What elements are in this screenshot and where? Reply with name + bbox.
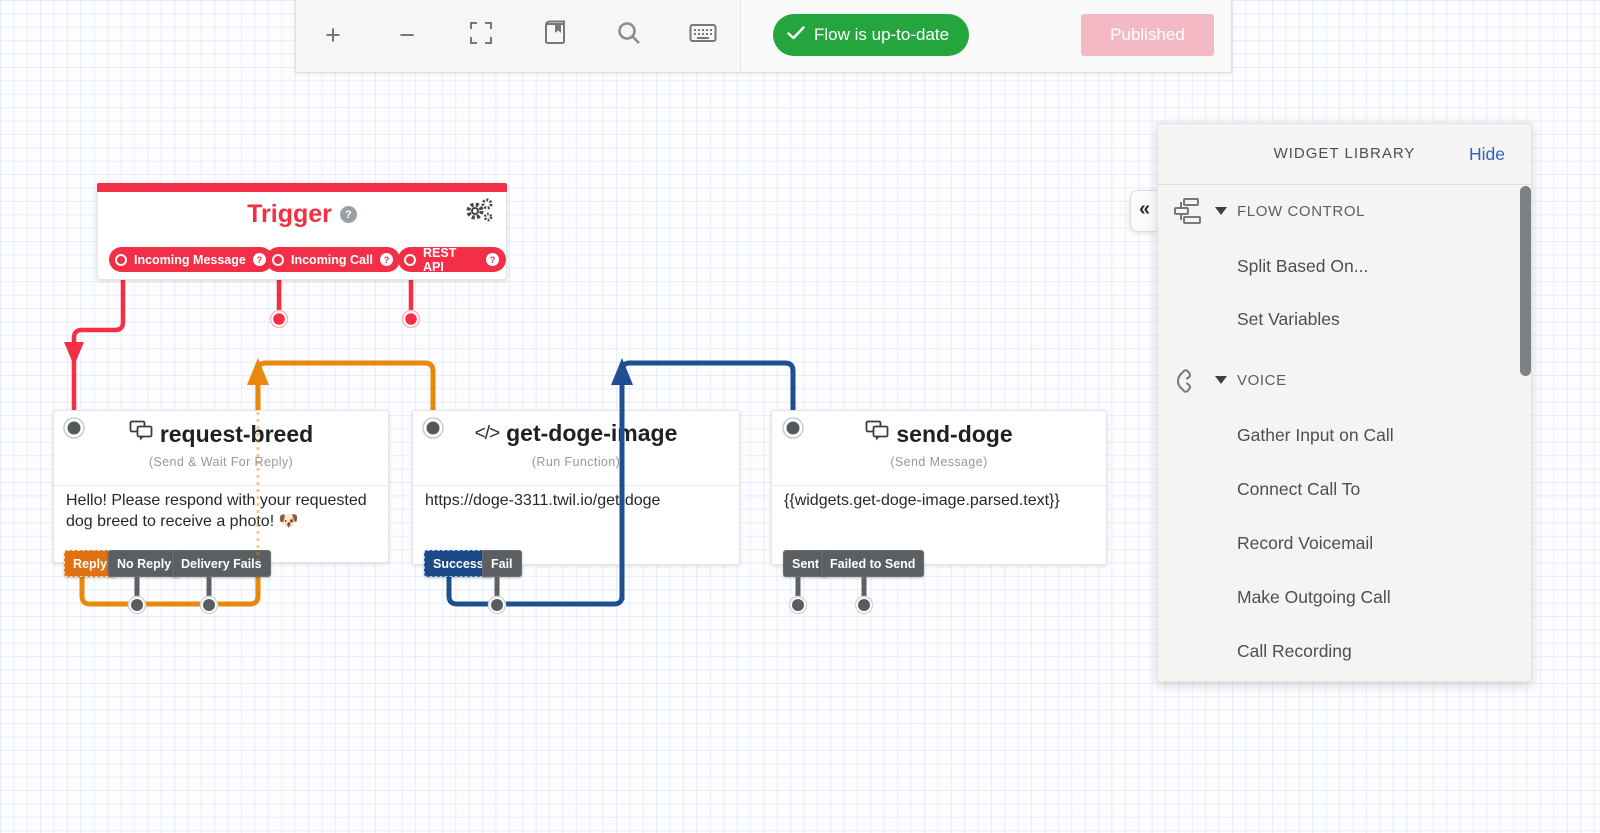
collapse-icon: «	[1138, 198, 1151, 220]
phone-icon	[1173, 367, 1201, 400]
help-icon[interactable]: ?	[486, 253, 499, 266]
divider	[772, 485, 1106, 486]
search-icon	[616, 20, 642, 51]
trigger-transition-rest-api[interactable]: REST API ?	[398, 245, 506, 274]
fit-to-screen-button[interactable]	[444, 0, 519, 71]
library-item-make-outgoing-call[interactable]: Make Outgoing Call	[1237, 587, 1391, 607]
widget-request-breed[interactable]: request-breed (Send & Wait For Reply) He…	[53, 410, 389, 577]
trigger-widget[interactable]: Trigger ? Incoming Message ? Incoming Ca…	[97, 183, 507, 280]
widget-send-doge[interactable]: send-doge (Send Message) {{widgets.get-d…	[771, 410, 1107, 577]
transition-chip-no-reply[interactable]: No Reply	[108, 550, 181, 577]
widget-type: (Run Function)	[531, 455, 621, 469]
canvas-toolbar: + −	[295, 0, 1232, 73]
help-icon[interactable]: ?	[339, 206, 357, 223]
library-item-split-based-on[interactable]: Split Based On...	[1237, 256, 1369, 276]
hide-panel-link[interactable]: Hide	[1469, 144, 1505, 164]
transition-chip-reply[interactable]: Reply	[64, 550, 117, 577]
expand-icon	[469, 21, 493, 50]
widget-entry-dots[interactable]	[63, 417, 804, 439]
connector-trigger-to-request-breed[interactable]	[71, 268, 126, 424]
panel-scrollbar[interactable]	[1520, 186, 1531, 376]
widget-body-text: Hello! Please respond with your requeste…	[66, 492, 367, 530]
widget-body-text: https://doge-3311.twil.io/get-doge	[425, 492, 661, 509]
section-label: VOICE	[1237, 371, 1287, 389]
code-icon: </>	[474, 422, 501, 444]
widget-name: request-breed	[159, 420, 314, 447]
section-voice[interactable]: VOICE	[1158, 365, 1531, 395]
plus-icon: +	[325, 20, 341, 50]
zoom-in-button[interactable]: +	[296, 0, 371, 71]
trigger-endpoint-dots[interactable]	[269, 309, 421, 329]
transition-label: Incoming Call	[291, 252, 373, 267]
widget-library-title: WIDGET LIBRARY	[1273, 145, 1416, 162]
widget-library-header: WIDGET LIBRARY Hide	[1158, 124, 1531, 185]
docs-button[interactable]	[518, 0, 593, 71]
divider	[54, 485, 388, 486]
gear-icon[interactable]	[464, 197, 494, 228]
section-label: FLOW CONTROL	[1237, 202, 1366, 220]
library-item-connect-call-to[interactable]: Connect Call To	[1237, 479, 1361, 499]
minus-icon: −	[399, 20, 415, 50]
book-bookmark-icon	[543, 20, 567, 51]
transition-chip-delivery-fails[interactable]: Delivery Fails	[172, 550, 271, 577]
transition-chip-failed-to-send[interactable]: Failed to Send	[821, 550, 925, 577]
check-icon	[787, 25, 805, 45]
transition-ring-icon	[272, 253, 284, 266]
widget-library-panel: WIDGET LIBRARY Hide FLOW CONTROL Split B…	[1157, 123, 1532, 682]
transition-ring-icon	[404, 253, 416, 266]
message-icon	[865, 420, 889, 448]
section-flow-control[interactable]: FLOW CONTROL	[1158, 196, 1531, 226]
message-icon	[129, 420, 153, 448]
flow-status-label: Flow is up-to-date	[814, 25, 950, 44]
widget-type: (Send & Wait For Reply)	[148, 455, 294, 469]
widget-name: send-doge	[896, 420, 1013, 447]
collapse-panel-tab[interactable]: «	[1130, 190, 1158, 232]
trigger-transition-incoming-message[interactable]: Incoming Message ?	[109, 247, 273, 272]
flow-control-icon	[1173, 197, 1203, 230]
widget-body-text: {{widgets.get-doge-image.parsed.text}}	[784, 492, 1060, 509]
arrowhead-orange	[247, 358, 269, 385]
transition-chip-fail[interactable]: Fail	[482, 550, 522, 577]
search-button[interactable]	[592, 0, 667, 71]
transition-endpoint-dots[interactable]	[127, 595, 874, 615]
widget-name: get-doge-image	[506, 420, 678, 446]
keyboard-icon	[689, 22, 717, 49]
arrowhead-red	[64, 342, 84, 366]
chevron-down-icon	[1215, 207, 1227, 215]
divider	[413, 485, 739, 486]
flow-status-badge: Flow is up-to-date	[773, 14, 970, 56]
library-item-set-variables[interactable]: Set Variables	[1237, 309, 1340, 329]
trigger-top-bar	[97, 183, 507, 192]
trigger-title: Trigger	[247, 200, 332, 228]
transition-ring-icon	[115, 253, 127, 266]
help-icon[interactable]: ?	[252, 253, 266, 266]
widget-get-doge-image[interactable]: </> get-doge-image (Run Function) https:…	[412, 410, 740, 577]
transition-label: REST API	[423, 245, 457, 274]
library-item-record-voicemail[interactable]: Record Voicemail	[1237, 533, 1374, 553]
help-icon[interactable]: ?	[379, 253, 393, 266]
zoom-out-button[interactable]: −	[370, 0, 445, 71]
transition-label: Incoming Message	[134, 252, 246, 267]
trigger-transition-incoming-call[interactable]: Incoming Call ?	[266, 247, 400, 272]
chevron-down-icon	[1215, 376, 1227, 384]
keyboard-shortcuts-button[interactable]	[666, 0, 741, 71]
widget-type: (Send Message)	[890, 455, 988, 469]
publish-button[interactable]: Published	[1081, 14, 1214, 56]
transition-chip-success[interactable]: Success	[424, 550, 493, 577]
library-item-gather-input-on-call[interactable]: Gather Input on Call	[1237, 425, 1394, 445]
library-item-call-recording[interactable]: Call Recording	[1237, 641, 1352, 661]
arrowhead-blue	[611, 358, 633, 385]
